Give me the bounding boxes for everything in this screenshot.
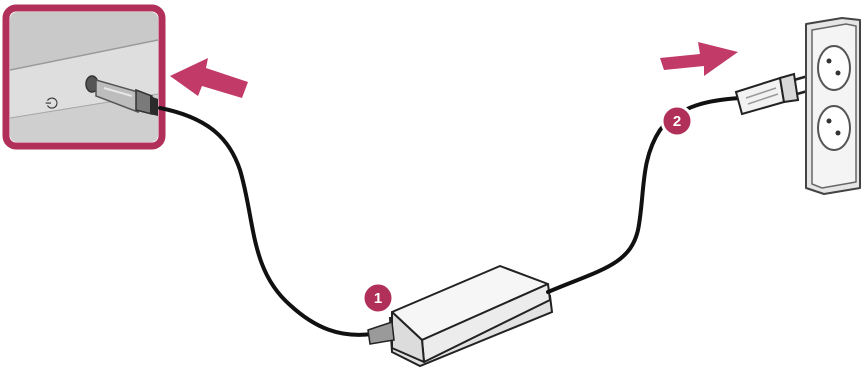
arrow-icon bbox=[170, 58, 248, 98]
power-port-icon: ⏻ bbox=[43, 97, 61, 109]
arrow-icon bbox=[660, 42, 738, 76]
wall-outlet-icon bbox=[806, 18, 860, 194]
ac-cable bbox=[548, 98, 740, 292]
step-badge-1: 1 bbox=[363, 283, 393, 313]
step-badge-label: 1 bbox=[374, 290, 382, 307]
dc-cable bbox=[160, 108, 372, 335]
ac-adapter-icon bbox=[368, 266, 552, 366]
step-badge-2: 2 bbox=[662, 106, 692, 136]
ac-plug-icon bbox=[736, 74, 811, 114]
step-badge-label: 2 bbox=[673, 113, 681, 130]
laptop-port-inset: ⏻ bbox=[6, 8, 162, 150]
